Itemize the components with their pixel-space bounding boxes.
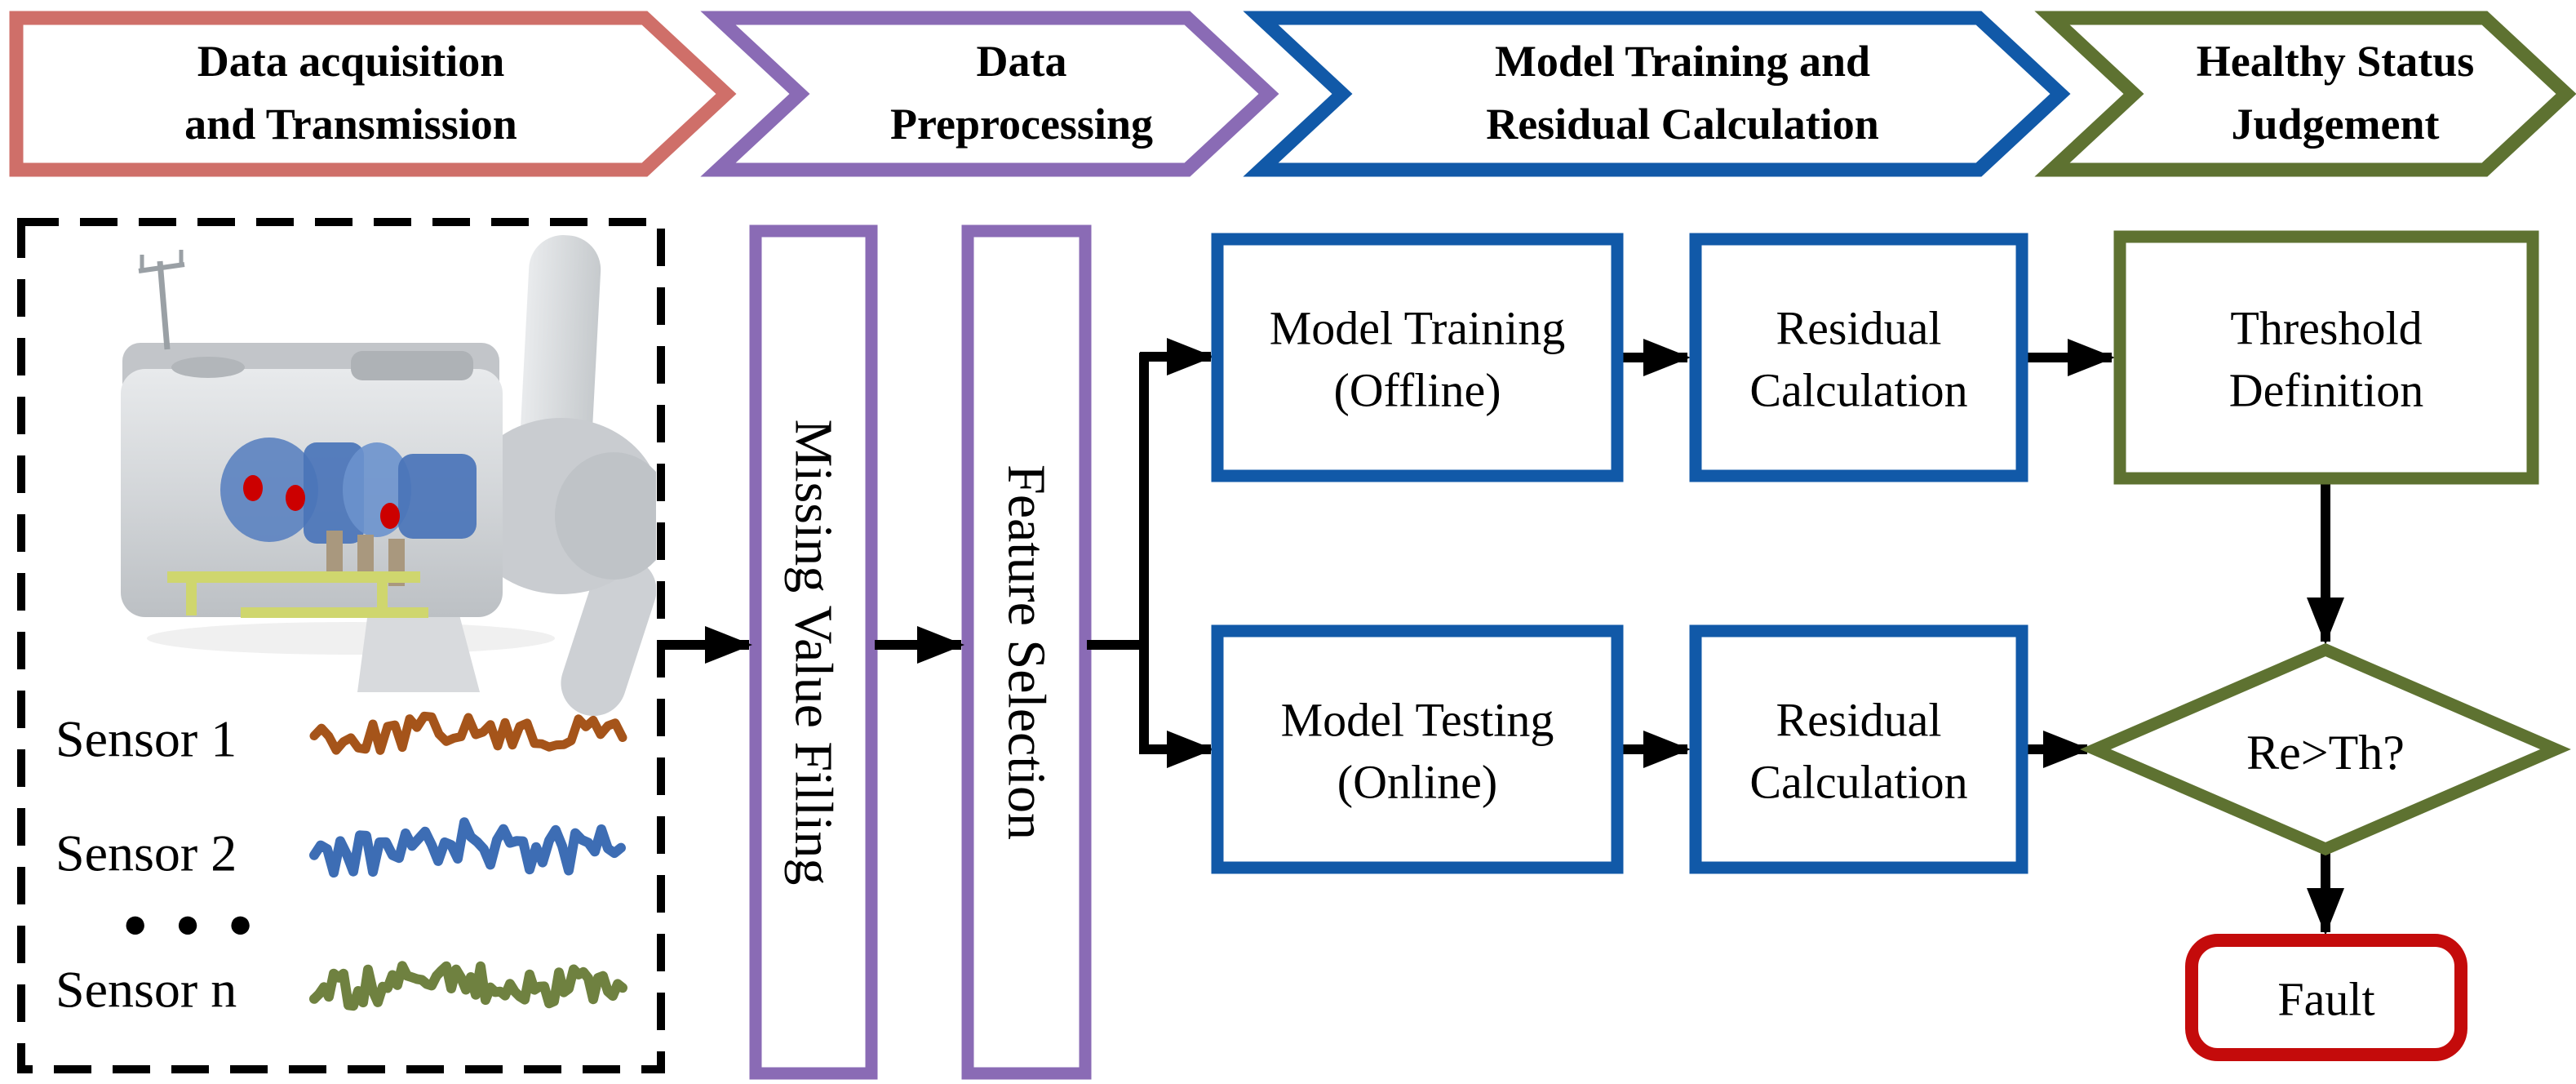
base-frame-leg-2 [377,581,388,615]
banner-acquisition-line2: and Transmission [184,100,517,149]
banner-preprocessing-line1: Data [977,37,1067,86]
sensor-ellipsis: ● ● ● [122,901,261,948]
model-testing-line2: (Online) [1337,756,1498,809]
missing-value-filling-label: Missing Value Filling [784,420,844,886]
model-training-line2: (Offline) [1333,364,1501,417]
feature-selection-box [961,224,1092,1080]
sensor-1-waveform [309,711,627,755]
banner-acquisition [9,11,737,177]
data-acquisition-panel [17,218,665,1073]
decision-diamond [2080,642,2571,856]
banner-acquisition-line1: Data acquisition [197,37,505,86]
wind-turbine-illustration [121,235,656,717]
phase-banners [9,11,2576,177]
base-frame-rail [167,571,420,583]
threshold-line1: Threshold [2230,302,2422,355]
phase-banner-labels: Data acquisition and Transmission Data P… [184,37,2474,149]
generator-blue [220,438,318,542]
banner-preprocessing [700,11,1279,177]
sensor-2-label: Sensor 2 [55,824,237,882]
sensor-n-label: Sensor n [55,961,237,1019]
drivetrain-blue [398,454,477,539]
mount-post-2 [357,535,374,582]
feature-selection-label: Feature Selection [997,464,1057,840]
residual-calculation-top-box [1689,233,2028,482]
flow-arrows [663,338,2344,935]
fault-box [2185,934,2467,1061]
model-training-line1: Model Training [1270,302,1566,355]
threshold-line2: Definition [2229,364,2423,417]
residual-top-line1: Residual [1776,302,1942,355]
sensor-location-dots [243,475,400,529]
training-box-labels: Model Training (Offline) Residual Calcul… [1270,302,1968,809]
turbine-shadow [147,622,555,655]
nacelle-vent [171,357,245,378]
base-frame-leg-1 [186,581,197,615]
sensor-signal-rows: Sensor 1 Sensor 2 ● ● ● Sensor n [55,710,627,1019]
fault-label: Fault [2277,973,2374,1026]
model-testing-line1: Model Testing [1281,694,1554,747]
sensor-1-label: Sensor 1 [55,710,237,768]
banner-training-line2: Residual Calculation [1486,100,1879,149]
missing-value-filling-box [749,224,878,1080]
sensor-dot-1 [243,475,263,501]
sensor-2-waveform [309,817,626,878]
base-frame-rail-2 [241,607,428,618]
banner-training-line1: Model Training and [1495,37,1870,86]
residual-bottom-line2: Calculation [1749,756,1967,809]
nacelle-hatch [351,351,473,380]
model-training-box [1211,233,1624,482]
mount-post-1 [326,531,343,578]
threshold-definition-box [2113,230,2539,485]
banner-judgement-line1: Healthy Status [2197,37,2475,86]
sensor-dot-2 [286,485,305,511]
turbine-tower [357,606,480,692]
anemometer-mast [138,250,185,350]
banner-training [1243,11,2071,177]
banner-judgement [2034,11,2576,177]
sensor-n-waveform [309,961,627,1011]
preprocessing-boxes [749,224,1092,1080]
connector-branch [1087,353,1149,754]
residual-top-line2: Calculation [1749,364,1967,417]
turbine-blade-down [561,557,656,717]
training-boxes [1211,233,2028,874]
turbine-spinner-nose [555,452,656,580]
model-testing-box [1211,624,1624,874]
banner-preprocessing-line2: Preprocessing [890,100,1153,149]
residual-calculation-bottom-box [1689,624,2028,874]
residual-bottom-line1: Residual [1776,694,1942,747]
decision-label: Re>Th? [2246,726,2405,780]
banner-judgement-line2: Judgement [2232,100,2440,149]
sensor-dot-3 [380,503,400,529]
